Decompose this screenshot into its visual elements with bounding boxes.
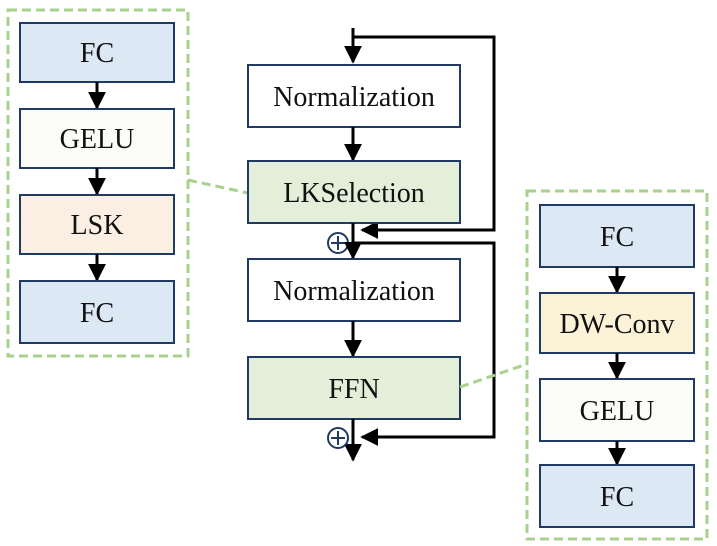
left-lsk-label: LSK xyxy=(71,210,124,241)
residual-connection-1 xyxy=(353,35,496,239)
left-lsk-block xyxy=(19,194,175,255)
right-fc-label-1: FC xyxy=(600,222,634,253)
left-panel-connector xyxy=(187,178,249,195)
right-fc-block-2 xyxy=(539,464,695,528)
normalization-block-1 xyxy=(247,64,461,128)
right-fc-block-1 xyxy=(539,204,695,268)
left-fc-label-2: FC xyxy=(80,298,114,329)
lkselection-label: LKSelection xyxy=(283,178,425,209)
left-fc-label-1: FC xyxy=(80,38,114,69)
left-gelu-label: GELU xyxy=(60,124,135,155)
left-gelu-block xyxy=(19,108,175,169)
left-panel-border xyxy=(6,8,190,358)
normalization-label-1: Normalization xyxy=(273,82,435,113)
right-fc-label-2: FC xyxy=(600,482,634,513)
ffn-label: FFN xyxy=(328,374,379,405)
normalization-label-2: Normalization xyxy=(273,276,435,307)
right-gelu-block xyxy=(539,378,695,442)
residual-connection-2 xyxy=(353,241,496,446)
right-panel-border xyxy=(525,189,709,541)
right-panel-connector xyxy=(459,362,528,389)
right-gelu-label: GELU xyxy=(580,396,655,427)
right-dwconv-label: DW-Conv xyxy=(559,309,674,340)
left-fc-block-2 xyxy=(19,280,175,344)
lkselection-block xyxy=(247,160,461,224)
